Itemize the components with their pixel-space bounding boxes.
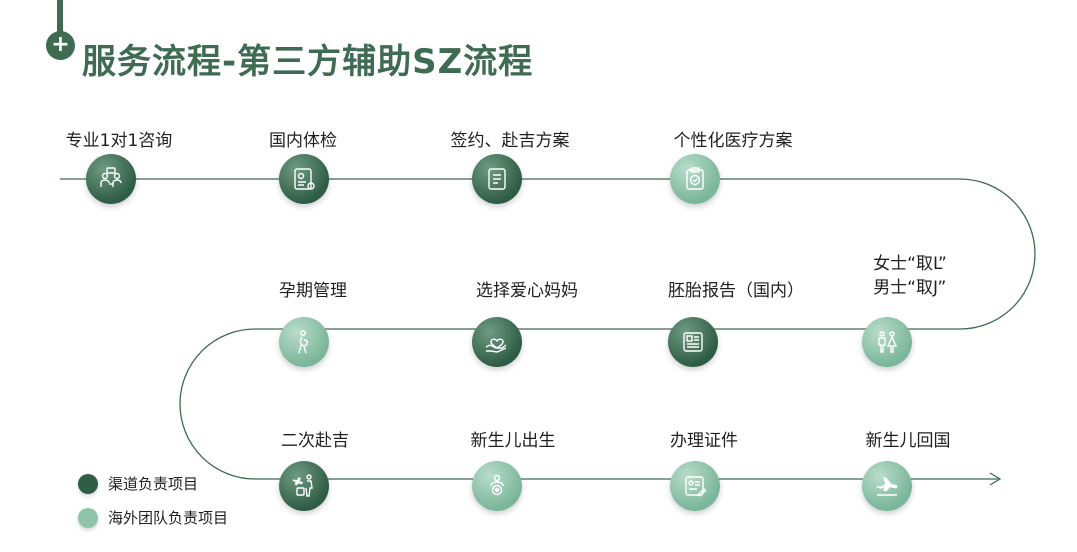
step-node-newborn-birth[interactable] <box>472 461 522 511</box>
medical-report-icon <box>294 168 315 190</box>
step-label-medical-plan: 个性化医疗方案 <box>673 131 793 151</box>
legend-item-channel: 渠道负责项目 <box>78 473 198 494</box>
consultation-icon <box>100 167 122 187</box>
step-label-newborn-return: 新生儿回国 <box>865 431 951 451</box>
step-label-second-trip: 二次赴吉 <box>281 431 349 451</box>
step-node-medical-plan[interactable] <box>670 154 720 204</box>
step-label-embryo-report: 胚胎报告（国内） <box>668 281 804 301</box>
step-node-newborn-return[interactable] <box>862 461 912 511</box>
baby-icon <box>490 474 504 496</box>
page-title: 服务流程-第三方辅助SZ流程 <box>82 42 534 82</box>
step-label-line-male: 男士“取J” <box>873 278 947 298</box>
step-node-domestic-checkup[interactable] <box>279 154 329 204</box>
step-label-pregnancy-management: 孕期管理 <box>279 281 347 301</box>
step-label-documents: 办理证件 <box>670 431 738 451</box>
airplane-icon <box>876 477 898 496</box>
legend-label-channel: 渠道负责项目 <box>108 475 199 493</box>
header-accent-bar <box>57 0 63 32</box>
report-icon <box>683 332 703 352</box>
step-node-pregnancy-management[interactable] <box>279 317 329 367</box>
plus-icon: + <box>46 31 75 60</box>
step-label-domestic-checkup: 国内体检 <box>269 131 337 151</box>
step-label-newborn-birth: 新生儿出生 <box>470 431 556 451</box>
pregnancy-icon <box>298 330 309 354</box>
heart-hand-icon <box>485 338 507 353</box>
step-label-choose-surrogate: 选择爱心妈妈 <box>476 281 578 301</box>
step-label-contract: 签约、赴吉方案 <box>450 131 570 151</box>
step-node-documents[interactable] <box>670 461 720 511</box>
step-node-egg-sperm-retrieval[interactable] <box>862 317 912 367</box>
travel-icon <box>292 474 313 497</box>
document-icon <box>685 476 707 497</box>
step-node-embryo-report[interactable] <box>668 317 718 367</box>
legend-label-overseas: 海外团队负责项目 <box>108 509 229 527</box>
legend-dot-light <box>78 507 98 528</box>
step-label-egg-sperm-retrieval: 女士“取L” 男士“取J” <box>873 252 947 300</box>
step-node-choose-surrogate[interactable] <box>472 317 522 367</box>
step-label-line-female: 女士“取L” <box>873 254 947 274</box>
contract-icon <box>488 168 506 190</box>
step-node-second-trip[interactable] <box>279 461 329 511</box>
step-label-consultation: 专业1对1咨询 <box>65 131 173 151</box>
clipboard-check-icon <box>686 167 704 190</box>
arrow-head-icon <box>989 472 1002 486</box>
legend-item-overseas: 海外团队负责项目 <box>78 507 228 528</box>
legend-dot-dark <box>78 473 98 494</box>
male-female-icon <box>878 331 898 353</box>
step-node-contract[interactable] <box>472 154 522 204</box>
step-node-consultation[interactable] <box>86 154 136 204</box>
